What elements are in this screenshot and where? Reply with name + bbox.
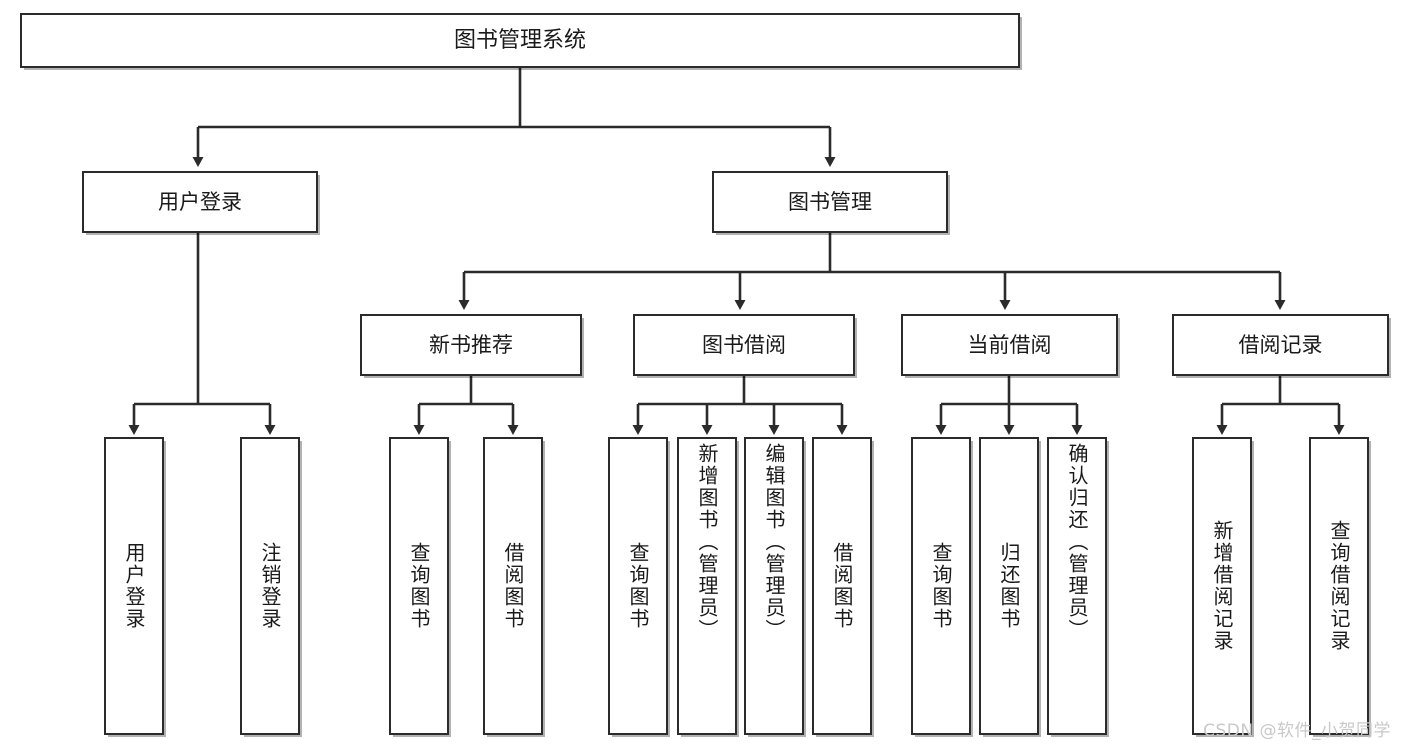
node-label: 查询图书 bbox=[407, 542, 431, 630]
edge-borrow-to-leaves bbox=[632, 376, 848, 435]
node-label: 编辑图书（管理员） bbox=[762, 443, 786, 641]
edge-bookmgmt-to-level2 bbox=[458, 233, 1286, 310]
node-label: 借阅记录 bbox=[1238, 332, 1323, 357]
node-book-borrow[interactable]: 图书借阅 bbox=[633, 314, 855, 376]
leaf-query-book-current[interactable]: 查询图书 bbox=[911, 437, 971, 735]
leaf-user-login[interactable]: 用户登录 bbox=[104, 437, 164, 735]
leaf-borrow-book[interactable]: 借阅图书 bbox=[812, 437, 872, 735]
leaf-confirm-return-admin[interactable]: 确认归还（管理员） bbox=[1047, 437, 1107, 735]
node-new-book-recommend[interactable]: 新书推荐 bbox=[360, 314, 582, 376]
node-current-borrow[interactable]: 当前借阅 bbox=[901, 314, 1118, 376]
leaf-query-book-borrow[interactable]: 查询图书 bbox=[608, 437, 668, 735]
node-label: 新增图书（管理员） bbox=[695, 443, 719, 641]
leaf-return-book[interactable]: 归还图书 bbox=[979, 437, 1039, 735]
node-user-login[interactable]: 用户登录 bbox=[82, 171, 318, 233]
watermark: CSDN @软件_小贺同学 bbox=[1203, 721, 1391, 741]
node-label: 图书借阅 bbox=[702, 332, 786, 357]
node-label: 图书管理 bbox=[788, 189, 872, 214]
leaf-edit-book-admin[interactable]: 编辑图书（管理员） bbox=[744, 437, 804, 735]
edge-userlogin-to-leaves bbox=[128, 233, 276, 435]
edge-current-to-leaves bbox=[935, 376, 1083, 435]
node-label: 借阅图书 bbox=[830, 542, 854, 630]
leaf-query-borrow-record[interactable]: 查询借阅记录 bbox=[1309, 437, 1369, 735]
node-label: 新增借阅记录 bbox=[1210, 520, 1234, 652]
leaf-query-book-recommend[interactable]: 查询图书 bbox=[389, 437, 449, 735]
leaf-add-borrow-record[interactable]: 新增借阅记录 bbox=[1192, 437, 1252, 735]
leaf-borrow-book-recommend[interactable]: 借阅图书 bbox=[483, 437, 543, 735]
node-label: 用户登录 bbox=[158, 189, 242, 214]
edge-root-to-level1 bbox=[192, 68, 836, 167]
node-label: 借阅图书 bbox=[501, 542, 525, 630]
node-label: 查询图书 bbox=[929, 542, 953, 630]
node-label: 注销登录 bbox=[258, 542, 282, 630]
node-label: 图书管理系统 bbox=[453, 27, 586, 53]
node-label: 查询图书 bbox=[626, 542, 650, 630]
node-book-management[interactable]: 图书管理 bbox=[712, 171, 948, 233]
node-label: 新书推荐 bbox=[429, 332, 513, 357]
leaf-logout[interactable]: 注销登录 bbox=[240, 437, 300, 735]
node-label: 当前借阅 bbox=[967, 332, 1052, 357]
node-label: 确认归还（管理员） bbox=[1065, 443, 1089, 641]
edge-newbook-to-leaves bbox=[413, 376, 519, 435]
node-root-system[interactable]: 图书管理系统 bbox=[20, 13, 1020, 68]
node-borrow-records[interactable]: 借阅记录 bbox=[1172, 314, 1389, 376]
node-label: 归还图书 bbox=[997, 542, 1021, 630]
edge-records-to-leaves bbox=[1216, 376, 1345, 435]
leaf-add-book-admin[interactable]: 新增图书（管理员） bbox=[677, 437, 737, 735]
node-label: 用户登录 bbox=[122, 542, 146, 630]
node-label: 查询借阅记录 bbox=[1327, 520, 1351, 652]
